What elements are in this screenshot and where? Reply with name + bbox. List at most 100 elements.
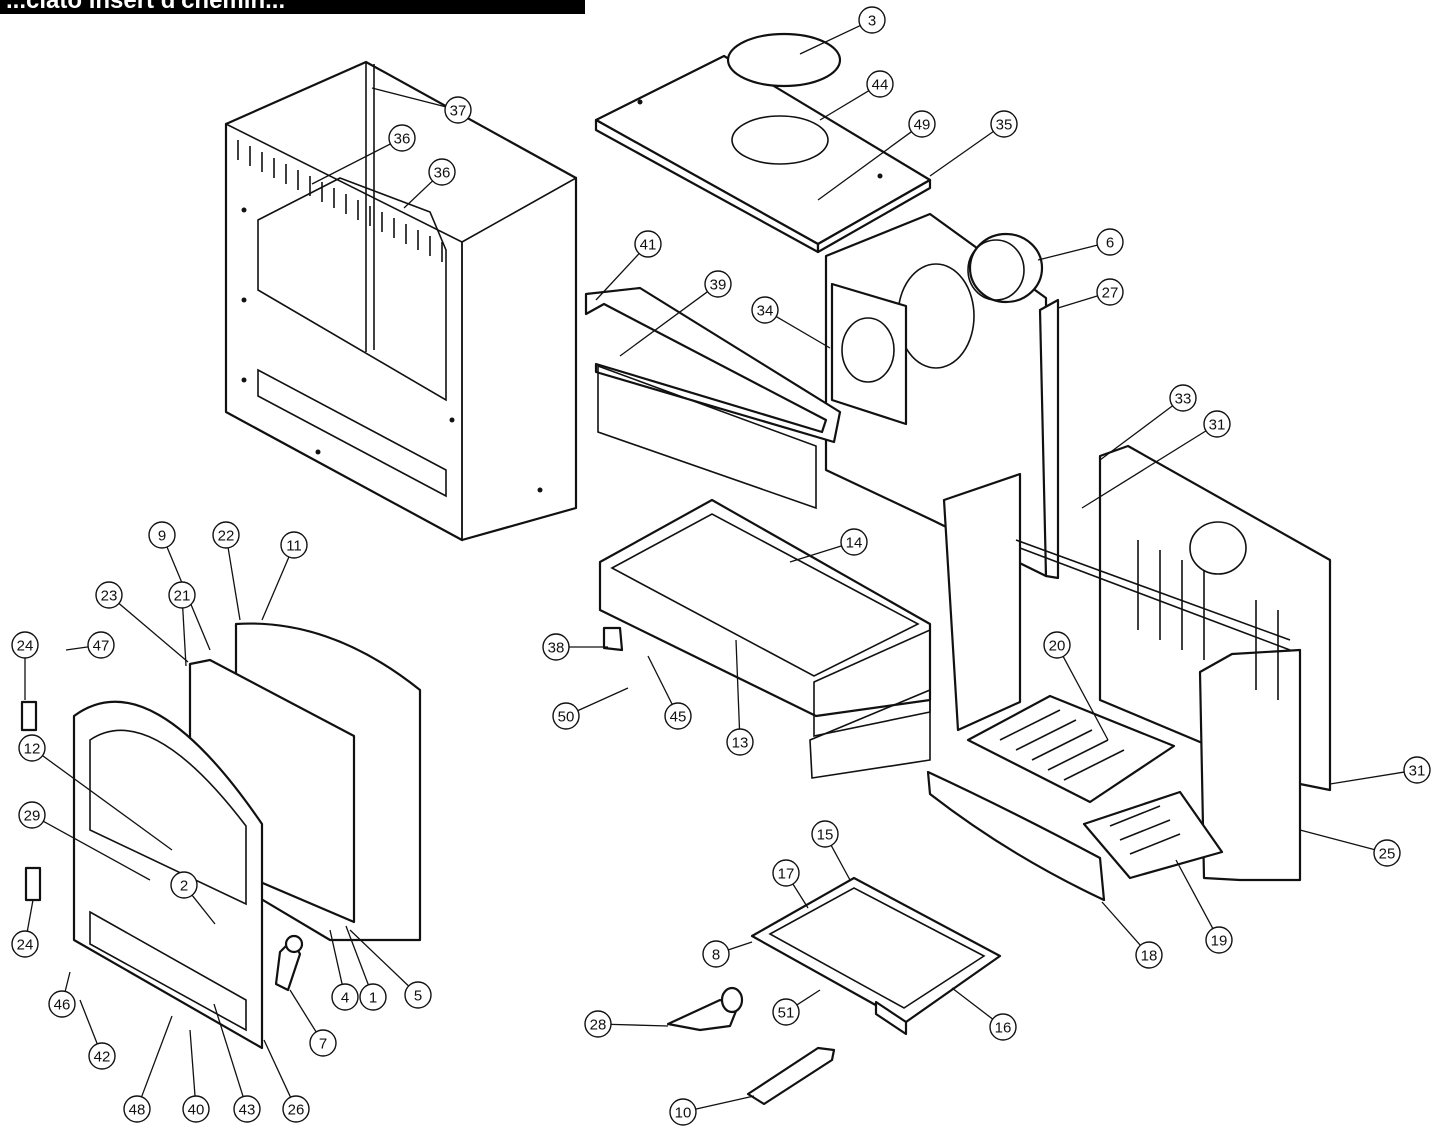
firebox-liner <box>942 444 1332 882</box>
leader-line <box>213 1003 244 1097</box>
leader-line <box>403 180 434 209</box>
ash-pan <box>750 876 1002 1036</box>
callout-18: 18 <box>1101 901 1163 969</box>
leader-line <box>65 646 89 651</box>
callout-label: 29 <box>24 808 41 825</box>
callout-14: 14 <box>789 528 868 563</box>
flue-collar <box>967 232 1044 304</box>
callout-15: 15 <box>811 820 851 881</box>
callout-35: 35 <box>929 110 1018 177</box>
leader-line <box>1175 859 1214 929</box>
callout-label: 45 <box>670 709 687 726</box>
leader-line <box>311 143 391 185</box>
firebox-frame <box>598 498 932 779</box>
callout-circle <box>772 998 800 1026</box>
callout-circle <box>634 230 662 258</box>
callout-label: 38 <box>548 640 565 657</box>
callout-circle <box>404 981 432 1009</box>
door-frame <box>72 700 264 1050</box>
top-cover-disc <box>726 32 842 88</box>
callout-label: 19 <box>1211 933 1228 950</box>
leader-line <box>799 24 861 55</box>
callout-circle <box>11 631 39 659</box>
callout-circle <box>87 631 115 659</box>
leader-line <box>191 894 216 925</box>
leader-line <box>263 1039 292 1098</box>
callout-1: 1 <box>345 925 387 1011</box>
callout-label: 44 <box>872 77 889 94</box>
deflector <box>584 286 842 510</box>
leader-line <box>79 999 98 1045</box>
callout-24: 24 <box>11 631 39 700</box>
callout-5: 5 <box>349 929 432 1009</box>
baffle-plate <box>830 282 908 426</box>
callout-3: 3 <box>799 6 886 55</box>
callout-label: 31 <box>1209 417 1226 434</box>
callout-label: 10 <box>675 1105 692 1122</box>
callout-circle <box>1373 839 1401 867</box>
callout-label: 42 <box>94 1049 111 1066</box>
callout-label: 9 <box>158 528 166 545</box>
callout-circle <box>552 702 580 730</box>
leader-line <box>619 291 708 357</box>
callout-circle <box>1403 756 1431 784</box>
callout-21: 21 <box>168 581 196 667</box>
callout-label: 35 <box>996 117 1013 134</box>
callout-label: 11 <box>286 538 302 555</box>
callout-label: 25 <box>1379 846 1396 863</box>
callout-label: 22 <box>218 528 235 545</box>
leader-line <box>951 987 994 1020</box>
callout-2: 2 <box>170 871 216 925</box>
callout-circle <box>148 521 176 549</box>
leader-line <box>1329 771 1405 785</box>
callout-circle <box>1096 228 1124 256</box>
callout-label: 7 <box>319 1036 327 1053</box>
leader-line <box>796 989 821 1006</box>
callout-circle <box>11 930 39 958</box>
callout-label: 34 <box>757 303 774 320</box>
leader-line <box>1062 656 1109 741</box>
callout-circle <box>123 1095 151 1123</box>
callout-circle <box>182 1095 210 1123</box>
callout-label: 27 <box>1102 285 1119 302</box>
leader-line <box>735 639 741 730</box>
callout-circle <box>811 820 839 848</box>
callout-22: 22 <box>212 521 241 621</box>
callout-42: 42 <box>79 999 116 1070</box>
callout-label: 36 <box>394 131 411 148</box>
callout-label: 20 <box>1049 638 1066 655</box>
callout-label: 26 <box>288 1102 305 1119</box>
callout-circle <box>280 531 308 559</box>
callout-circle <box>212 521 240 549</box>
leader-line <box>1299 829 1375 851</box>
callout-label: 23 <box>101 588 118 605</box>
leader-line <box>1057 295 1098 309</box>
front-lip <box>926 770 1106 902</box>
callout-label: 24 <box>17 638 34 655</box>
callout-28: 28 <box>584 1010 669 1038</box>
leader-line <box>26 899 34 932</box>
parts-layer <box>20 32 1332 1106</box>
callout-circle <box>168 581 196 609</box>
leader-line <box>43 820 151 881</box>
outer-casing <box>224 60 578 542</box>
callout-label: 5 <box>414 988 422 1005</box>
callout-label: 18 <box>1141 948 1158 965</box>
callout-circle <box>702 940 730 968</box>
callout-36: 36 <box>311 124 416 185</box>
callout-label: 17 <box>778 866 795 883</box>
callout-label: 16 <box>995 1020 1012 1037</box>
callout-circle <box>444 96 472 124</box>
callout-20: 20 <box>1043 631 1109 741</box>
callout-circle <box>1135 941 1163 969</box>
leader-line <box>1081 430 1207 509</box>
callout-label: 47 <box>93 638 110 655</box>
callout-label: 15 <box>817 827 834 844</box>
callout-circle <box>282 1095 310 1123</box>
callout-circle <box>428 158 456 186</box>
callout-23: 23 <box>95 581 189 663</box>
callout-circle <box>840 528 868 556</box>
callout-circle <box>1169 384 1197 412</box>
